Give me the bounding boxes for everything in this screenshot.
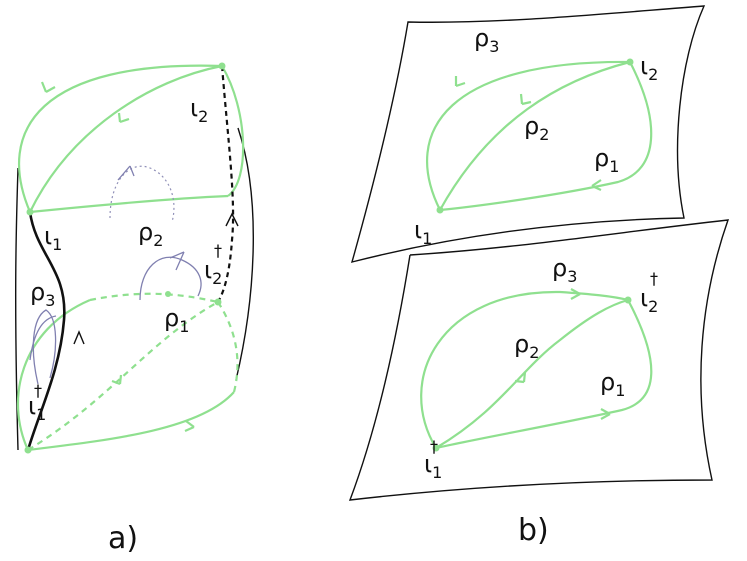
panel-a-bottom-diag-dashed [27, 301, 219, 451]
panel-a-black-arrow [73, 330, 85, 345]
label-b-bot-iota2-sup: † [650, 269, 658, 288]
panel-b-bottom-arrow-3 [600, 408, 611, 420]
label-a-iota1-dag: ι1 [28, 392, 46, 424]
panel-a-purple-loop-left-2 [29, 315, 57, 361]
panel-b-bottom-right-arc [435, 299, 653, 450]
panel-a-node-iota2-dag [214, 298, 222, 306]
panel-b-top-arrow-2 [519, 93, 532, 106]
label-b-bot-rho1: ρ1 [600, 368, 625, 400]
panel-b-bottom-arrow-2 [514, 371, 527, 384]
panel-a-top-outer-arc [17, 64, 223, 213]
panel-a-top-right-arc [221, 65, 245, 197]
panel-a-purple-loop-top [109, 165, 175, 223]
panel-b-top-inner-arc [439, 60, 631, 211]
panel-a-node-iota1 [26, 208, 34, 216]
panel-b-bottom-outer-arc [420, 290, 629, 449]
panel-a-top-bottom-arc [29, 194, 229, 214]
panel-a-purple-loop-top-tail [117, 165, 135, 181]
panel-b-bottom-sheet [348, 219, 730, 501]
panel-a-node-iota2 [218, 62, 226, 70]
label-a-rho2: ρ2 [138, 218, 163, 250]
label-a-iota2-dag-sup: † [214, 241, 222, 260]
panel-a: ι2 ι1 ρ2 ι2 † ρ3 ρ1 ι1 † a) [14, 62, 254, 556]
panel-a-arrow-1 [40, 81, 56, 93]
panel-b-bottom-node-iota2 [624, 296, 632, 304]
panel-a-purple-loop-left [32, 309, 57, 385]
label-b-top-rho2: ρ2 [524, 112, 549, 144]
panel-b-top-node-iota1 [436, 206, 444, 214]
panel-b-top-right-arc [439, 61, 653, 212]
panel-a-purple-loop-mid [139, 256, 202, 301]
label-a-iota2-dag: ι2 [204, 256, 222, 288]
panel-b-top-sheet [350, 5, 706, 263]
panel-b-caption: b) [518, 513, 549, 548]
panel-a-black-path [26, 211, 66, 451]
label-a-iota2: ι2 [190, 94, 208, 126]
label-a-iota1-dag-sup: † [34, 381, 42, 400]
label-b-top-rho1: ρ1 [594, 144, 619, 176]
panel-b-top-outer-arc [425, 60, 631, 211]
panel-a-black-dashed-path [217, 65, 235, 303]
label-a-rho3: ρ3 [30, 278, 55, 310]
panel-a-right-outline [235, 127, 254, 381]
panel-a-purple-loop-mid-tail [169, 251, 185, 271]
panel-a-arrow-3 [184, 420, 195, 433]
panel-b-top-arrow-3 [591, 179, 602, 192]
panel-a-bottom-base-arc [27, 391, 235, 452]
panel-b: ρ3 ι2 ρ2 ρ1 ι1 ρ3 ι2 † ρ2 ρ1 ι1 † [348, 5, 730, 548]
panel-b-bottom-node-iota1 [432, 444, 440, 452]
panel-a-node-iota1-dag [24, 446, 32, 454]
panel-a-arrow-4 [111, 374, 123, 386]
label-b-bot-iota1-sup: † [430, 437, 438, 456]
panel-a-node-mid [165, 291, 171, 297]
panel-b-top-arrow-1 [454, 76, 466, 88]
panel-a-top-inner-arc [29, 64, 223, 213]
label-b-top-rho3: ρ3 [474, 24, 499, 56]
panel-a-dashed-arrow [225, 212, 239, 227]
label-b-bot-rho3: ρ3 [552, 254, 577, 286]
label-a-iota1: ι1 [44, 222, 62, 254]
label-b-bot-rho2: ρ2 [514, 330, 539, 362]
panel-b-bottom-inner-arc [435, 298, 629, 449]
label-b-top-iota1: ι1 [414, 216, 432, 248]
label-b-bot-iota2: ι2 [640, 284, 658, 316]
label-a-rho1: ρ1 [164, 304, 189, 336]
label-b-top-iota2: ι2 [640, 52, 658, 84]
panel-a-caption: a) [108, 521, 138, 556]
panel-a-arrow-2 [117, 112, 130, 124]
panel-a-bottom-right-dashed [217, 301, 239, 393]
panel-b-bottom-arrow-1 [570, 288, 581, 300]
panel-a-bottom-left-arc [16, 298, 91, 451]
panel-a-left-outline [14, 167, 19, 451]
label-b-bot-iota1: ι1 [424, 450, 442, 482]
panel-b-top-node-iota2 [626, 58, 634, 66]
